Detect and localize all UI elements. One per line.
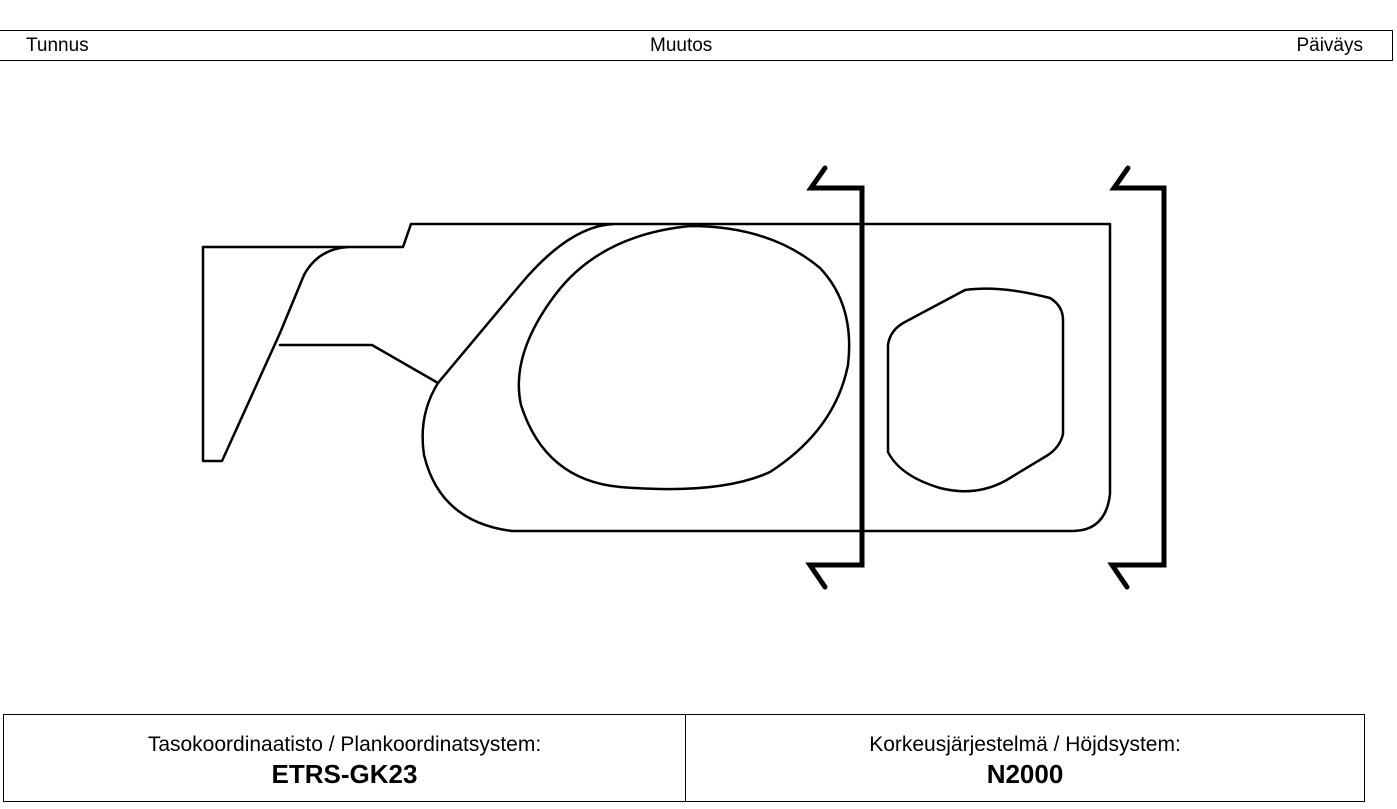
parcel-inner-line [278, 343, 440, 385]
section-bracket-right [1107, 165, 1167, 590]
height-system-cell: Korkeusjärjestelmä / Höjdsystem: N2000 [686, 715, 1364, 801]
section-bracket-left [805, 165, 865, 590]
height-system-label: Korkeusjärjestelmä / Höjdsystem: [869, 733, 1181, 756]
large-plot-outline [517, 224, 851, 491]
revision-col-muutos: Muutos [650, 35, 713, 56]
parcel-left-outline [201, 222, 1112, 533]
revision-header-row: Tunnus Muutos Päiväys [0, 30, 1393, 61]
plan-system-value: ETRS-GK23 [271, 759, 418, 789]
height-system-value: N2000 [986, 759, 1064, 789]
small-plot-outline [886, 287, 1065, 493]
revision-col-tunnus: Tunnus [26, 35, 89, 56]
plan-system-label: Tasokoordinaatisto / Plankoordinatsystem… [147, 733, 542, 756]
plan-coordinate-cell: Tasokoordinaatisto / Plankoordinatsystem… [4, 715, 686, 801]
revision-col-paivays: Päiväys [1296, 35, 1363, 56]
coordinate-info-box: Tasokoordinaatisto / Plankoordinatsystem… [3, 714, 1365, 802]
